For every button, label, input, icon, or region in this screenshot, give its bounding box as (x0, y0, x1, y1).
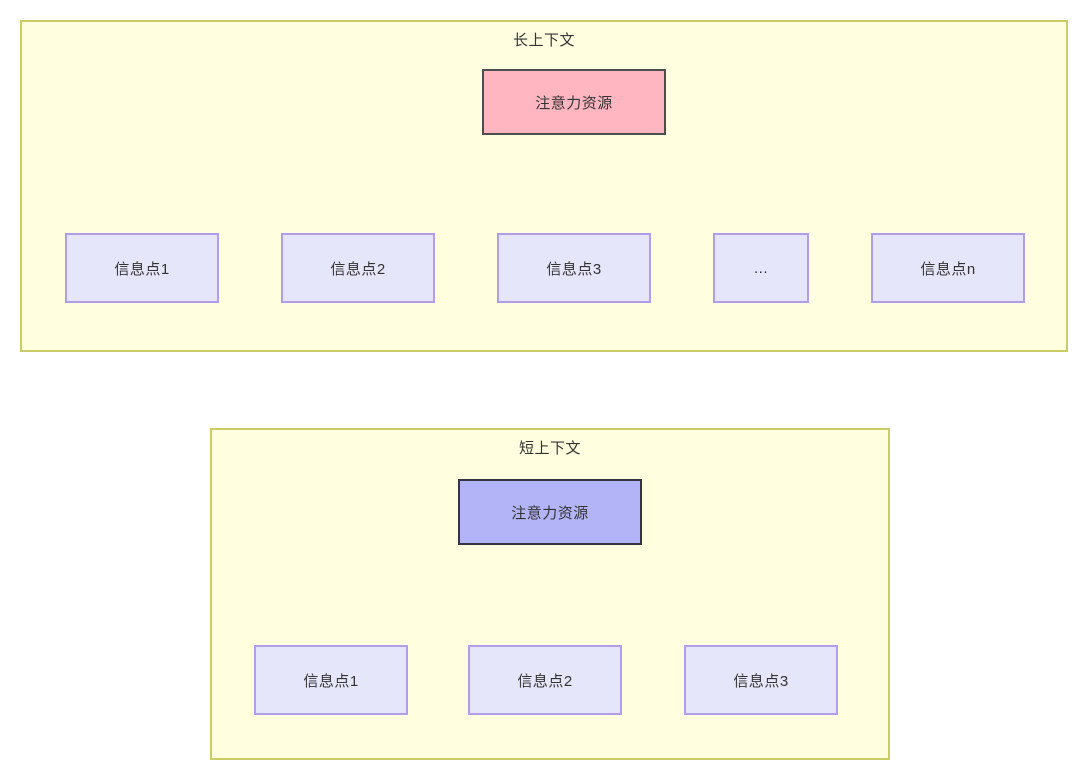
node-label: 信息点n (920, 260, 976, 278)
node-info-point-2-short[interactable]: 信息点2 (468, 645, 622, 715)
panel-short-context-title: 短上下文 (518, 440, 581, 457)
node-label: 注意力资源 (511, 504, 589, 522)
node-info-point-n-long[interactable]: 信息点n (871, 233, 1025, 303)
node-info-point-3-long[interactable]: 信息点3 (497, 233, 651, 303)
node-attention-resource-long[interactable]: 注意力资源 (482, 69, 666, 135)
node-info-point-ellipsis-long[interactable]: ... (713, 233, 809, 303)
node-label: 注意力资源 (535, 94, 613, 112)
node-label: 信息点1 (303, 672, 359, 690)
node-info-point-1-short[interactable]: 信息点1 (254, 645, 408, 715)
node-label: 信息点2 (517, 672, 573, 690)
node-attention-resource-short[interactable]: 注意力资源 (458, 479, 642, 545)
node-label: 信息点3 (733, 672, 789, 690)
node-label: 信息点3 (546, 260, 602, 278)
panel-long-context-title: 长上下文 (512, 32, 575, 49)
node-label: ... (753, 259, 768, 277)
node-info-point-2-long[interactable]: 信息点2 (281, 233, 435, 303)
node-info-point-3-short[interactable]: 信息点3 (684, 645, 838, 715)
node-label: 信息点1 (114, 260, 170, 278)
node-info-point-1-long[interactable]: 信息点1 (65, 233, 219, 303)
node-label: 信息点2 (330, 260, 386, 278)
